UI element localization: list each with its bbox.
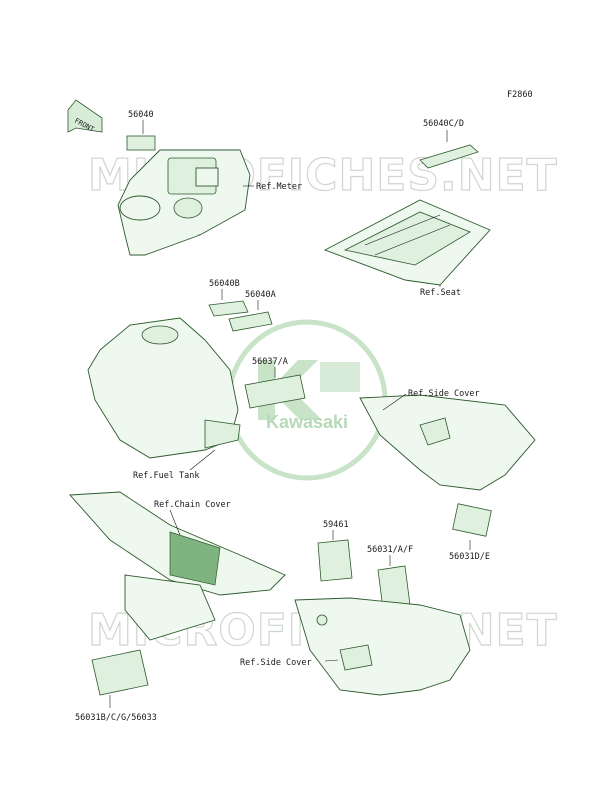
chain-cover: [69, 491, 286, 641]
label-56040a: 56040A: [245, 290, 276, 300]
side-cover-lower: [294, 597, 471, 696]
fuel-tank: [87, 317, 241, 459]
decal-59461: [317, 539, 353, 582]
label-59461: 59461: [323, 520, 349, 530]
figure-code: F2860: [507, 90, 533, 100]
meter-assembly: [117, 149, 251, 256]
decal-56040b: [208, 300, 249, 317]
ref-fuel-tank-label: Ref.Fuel Tank: [133, 471, 200, 481]
seat-bracket: [323, 199, 491, 286]
ref-side-cover-lower-label: Ref.Side Cover: [240, 658, 312, 668]
label-56040cd: 56040C/D: [423, 119, 464, 129]
label-56031bcg: 56031B/C/G/56033: [75, 713, 157, 723]
label-56040b: 56040B: [209, 279, 240, 289]
ref-side-cover-upper-label: Ref.Side Cover: [408, 389, 480, 399]
ref-seat-label: Ref.Seat: [420, 288, 461, 298]
ref-chain-cover-label: Ref.Chain Cover: [154, 500, 231, 510]
label-56040: 56040: [128, 110, 154, 120]
decal-56040a: [228, 311, 273, 332]
decal-56031de: [452, 503, 492, 537]
decal-56040cd: [419, 144, 479, 169]
front-arrow-icon: FRONT: [67, 99, 103, 134]
logo-text: Kawasaki: [266, 412, 348, 432]
side-cover-upper: [359, 394, 536, 491]
decal-56040: [126, 135, 156, 151]
decal-56031bcg: [91, 649, 149, 696]
label-56031af: 56031/A/F: [367, 545, 413, 555]
decal-56037a: [244, 374, 306, 409]
ref-meter-label: Ref.Meter: [256, 182, 302, 192]
label-56037a: 56037/A: [252, 357, 288, 367]
label-56031de: 56031D/E: [449, 552, 490, 562]
